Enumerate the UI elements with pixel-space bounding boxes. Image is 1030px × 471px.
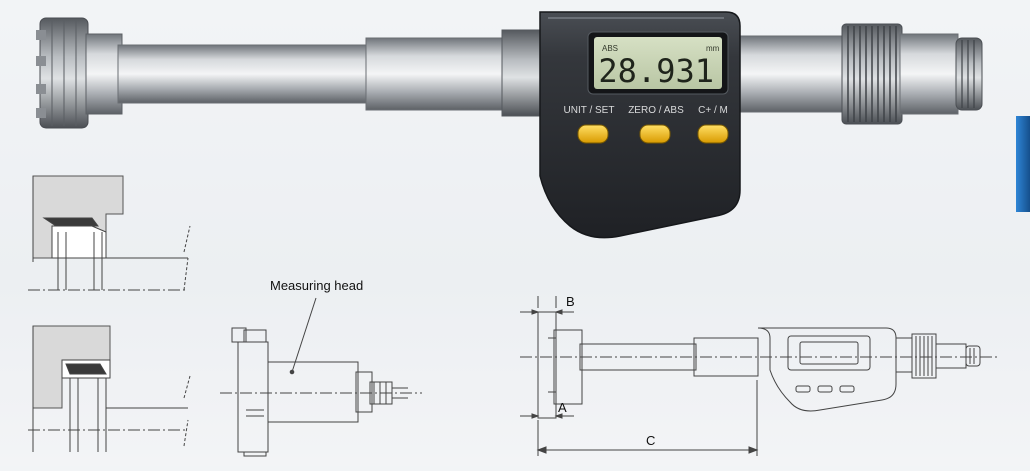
- ratchet-knurl: [955, 37, 983, 111]
- lcd-reading: 28.931: [598, 52, 714, 90]
- lcd-mode-indicator: ABS: [602, 44, 618, 53]
- zero-abs-label: ZERO / ABS: [628, 105, 684, 116]
- dimension-a-label: A: [558, 400, 567, 415]
- application-sketch-bottom: [28, 325, 191, 452]
- thimble-knurl: [841, 23, 903, 125]
- hold-mode-button[interactable]: [697, 124, 729, 144]
- lcd-screen: [594, 37, 722, 89]
- unit-set-button[interactable]: [577, 124, 609, 144]
- lcd-unit-indicator: mm: [706, 44, 720, 53]
- bore-gauge-instrument: ABS mm 28.931 UNIT / SET ZERO / ABS C+ /…: [36, 11, 983, 239]
- zero-abs-button[interactable]: [639, 124, 671, 144]
- measuring-head-drawing: Measuring head: [220, 278, 422, 457]
- unit-set-label: UNIT / SET: [564, 105, 615, 116]
- section-tab: [1016, 116, 1030, 212]
- measuring-head-leader: [291, 297, 317, 373]
- digital-display-unit: ABS mm 28.931 UNIT / SET ZERO / ABS C+ /…: [539, 11, 741, 239]
- measuring-head-label: Measuring head: [270, 278, 363, 293]
- dimension-b-label: B: [566, 294, 575, 309]
- hold-mode-label: C+ / M: [698, 105, 728, 116]
- measuring-head-photo: [36, 17, 89, 129]
- assembly-dimension-drawing: B A C: [520, 294, 1000, 456]
- application-sketch-top: [28, 175, 191, 291]
- dimension-c-label: C: [646, 433, 655, 448]
